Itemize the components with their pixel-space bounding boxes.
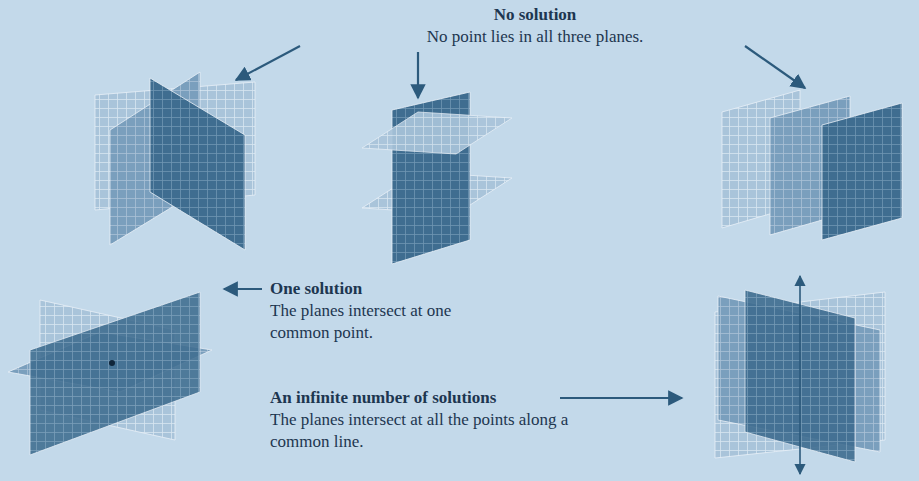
leader-arrow <box>745 46 805 88</box>
plane <box>150 78 245 250</box>
plane <box>30 292 200 455</box>
note: The planes intersect at all the points a… <box>270 409 570 453</box>
heading: An infinite number of solutions <box>270 387 570 409</box>
leader-arrow <box>560 397 682 399</box>
plane <box>822 103 902 240</box>
plane <box>362 112 512 154</box>
leader-arrow <box>417 52 419 98</box>
heading: One solution <box>270 278 530 300</box>
intersection-point <box>109 360 115 366</box>
leader-arrows <box>224 46 805 398</box>
leader-arrow <box>236 46 300 80</box>
note: No point lies in all three planes. <box>360 26 710 48</box>
heading: No solution <box>360 4 710 26</box>
common-line <box>799 276 801 474</box>
leader-arrow <box>224 288 262 290</box>
plane-figures <box>8 72 902 462</box>
note: The planes intersect at one common point… <box>270 300 502 344</box>
